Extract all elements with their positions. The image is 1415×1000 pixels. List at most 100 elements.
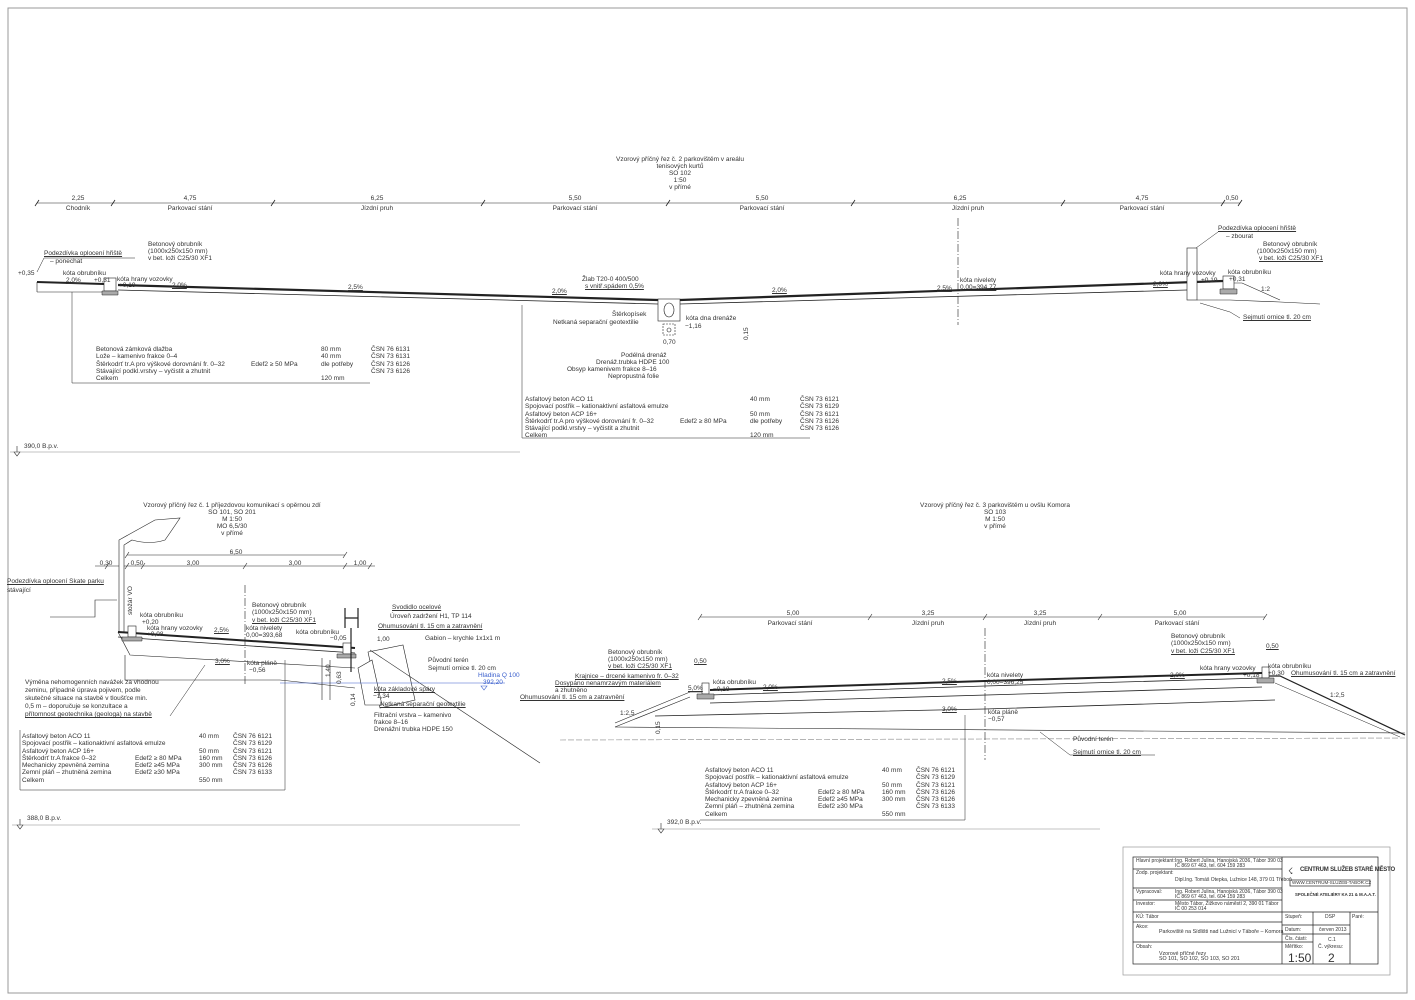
annotation: 2,0% [172,282,187,289]
annotation: Původní terén [1073,736,1114,743]
annotation: Betonový obrubník [608,649,663,656]
dimension-value: 3,00 [186,560,200,567]
tb-value: SO 101, SO 102, SO 103, SO 201 [1159,956,1240,962]
annotation: Podélná drenáž [621,352,667,359]
layer-thickness: 550 mm [199,776,223,784]
layer-thickness: 50 mm [882,781,902,789]
note-line: skutečné situace na stavbě v tloušťce mi… [25,695,148,702]
layer-thickness: 80 mm [321,346,341,353]
annotation: Původní terén [428,657,469,664]
left-road-profile [19,517,541,791]
logo-web: WWW.CENTRUM-SLUZEB-TABOR.CZ [1292,880,1372,885]
annotation: v bet. loži C25/30 XF1 [1171,648,1235,655]
layer-modulus: Edef2 ≥45 MPa [135,762,180,770]
tb-value: Vzorové příčné řezy [1159,951,1207,957]
layer-modulus [818,811,882,818]
layer-material: Stávající podkl.vrstvy – vyčistit a zhut… [525,425,640,433]
dimension-value: 6,25 [953,195,967,202]
dimension-value: 6,50 [229,549,243,556]
layer-standard: ČSN 73 6126 [233,754,273,762]
annotation: 1,40 [325,664,332,677]
annotation: 0,14 [350,693,357,706]
layer-modulus [135,777,199,784]
tb-label: Čís. části: [1285,936,1307,942]
note-line: přítomnost geotechnika (geologa) na stav… [25,711,152,718]
title-line: 1:50 [673,177,687,184]
annotation: kóta pláně [988,709,1018,716]
layer-standard: ČSN 73 6133 [916,803,956,811]
annotation: 0,00=396,25 [987,679,1024,686]
layer-material: Mechanicky zpevněná zemina [22,762,110,770]
annotation: Filtrační vrstva – kamenivo [374,712,452,719]
layer-material: Spojovací postřik – kationaktivní asfalt… [22,740,166,748]
tb-value: IČ 869 67 463, tel. 604 159 283 [1175,863,1246,869]
layer-material: Štěrkodrť tr.A pro výškové dorovnání fr.… [525,417,654,425]
datum-marker-right [652,823,1100,834]
tb-value: Ing. Robert Julina, Hanojská 2036, Tábor… [1175,858,1283,864]
layer-modulus: Edef2 ≥45 MPa [818,796,863,804]
annotation: +0,35 [18,270,35,277]
title-line: Vzorový příčný řez č. 1 příjezdovou komu… [143,502,321,509]
tb-label: Paré: [1352,914,1364,920]
right-road-profile [559,628,1406,821]
annotation: Dosypáno nenamrzavým materiálem [555,680,661,687]
dimension-value: 3,25 [921,610,935,617]
annotation: 0,00=393,68 [246,632,283,639]
annotation: 2,0% [763,684,778,691]
annotation: Sejmutí ornice tl. 20 cm [1243,314,1311,321]
annotation: 2,0% [1153,281,1168,288]
layer-thickness: 40 mm [750,396,770,403]
dimension-value: 6,25 [370,195,384,202]
annotation: Krajnice – drcené kamenivo fr. 0–32 [575,673,679,680]
zone-label: Jízdní pruh [951,205,985,212]
title-line: tenisových kurtů [656,163,704,170]
layer-thickness: 40 mm [882,767,902,774]
annotation: 1:2,5 [620,710,635,717]
annotation: kóta obrubníku [296,629,340,636]
layer-thickness [199,740,233,747]
zone-label: Parkovací stání [552,205,598,212]
note-line: Výměna nehomogenních navážek za vhodnou [25,679,159,686]
layer-standard: ČSN 76 6121 [916,767,956,774]
layer-standard: ČSN 73 6126 [800,425,840,433]
tb-value: KÚ: Tábor [1136,914,1159,920]
layer-row: Spojovací postřik – kationaktivní asfalt… [705,774,955,781]
annotation: stožár VO [127,586,134,615]
annotation: −1,16 [685,323,702,330]
annotation: −0,57 [988,716,1005,723]
layer-standard: ČSN 76 6131 [371,346,411,353]
annotation: – ponechat [50,258,83,265]
annotation: 2,0% [66,277,81,284]
layer-modulus: Edef2 ≥ 80 MPa [135,754,182,762]
annotation: Hladina Q 100 [478,672,520,679]
annotation: kóta nivelety [987,672,1024,679]
tb-label: Investor: [1136,901,1156,907]
datum-level-label: 388,0 B.p.v. [27,815,62,822]
annotation: kóta obrubníku [713,679,757,686]
annotation: 5,0% [688,685,703,692]
annotation: 3,0% [215,658,230,665]
annotation: kóta pláně [247,660,277,667]
annotation: Úroveň zadržení H1, TP 114 [390,613,472,620]
annotation: Nepropustná folie [608,373,659,380]
layer-thickness [750,403,800,410]
tb-drawing-number: 2 [1328,951,1335,965]
layer-thickness: 160 mm [199,754,223,762]
note-line: 0,5 m – doporučuje se konzultace a [25,703,128,710]
layer-row: Štěrkodrť tr.A pro výškové dorovnání fr.… [525,418,839,425]
layer-modulus: Edef2 ≥ 80 MPa [680,417,727,425]
annotation: Betonový obrubník [1171,633,1226,640]
layer-thickness [750,425,800,432]
layer-thickness: 120 mm [750,432,774,440]
layer-material: Zemní pláň – zhutněná zemina [705,803,795,811]
layer-modulus [818,774,882,781]
title-line: SO 102 [668,170,692,177]
layer-modulus [680,411,750,418]
tb-label: Obsah: [1136,944,1153,950]
annotation: Netkaná separační geotextilie [553,319,639,326]
datum-marker-left [12,819,520,830]
